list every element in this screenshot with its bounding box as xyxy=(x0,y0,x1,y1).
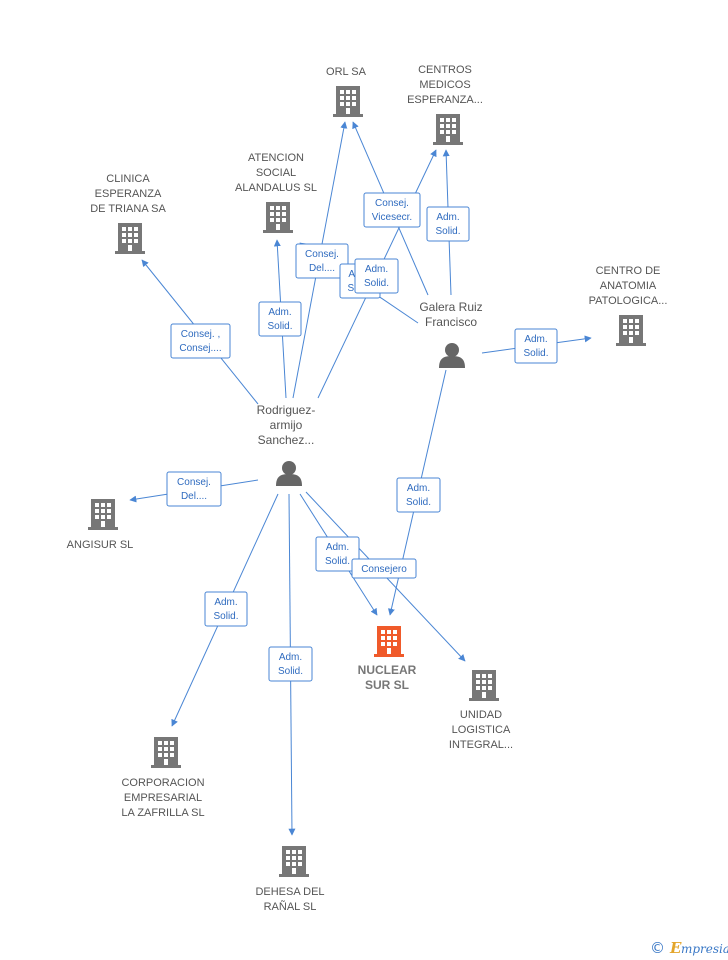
svg-text:NUCLEAR: NUCLEAR xyxy=(358,663,417,677)
svg-text:LA ZAFRILLA SL: LA ZAFRILLA SL xyxy=(121,807,204,819)
node-angisur[interactable]: ANGISUR SL xyxy=(67,499,134,551)
building-icon xyxy=(616,315,646,346)
relation-label[interactable]: Adm. Solid. xyxy=(315,536,360,572)
svg-text:CORPORACION: CORPORACION xyxy=(121,777,204,789)
svg-text:Consej....: Consej.... xyxy=(179,343,221,354)
building-icon xyxy=(469,670,499,701)
svg-text:ATENCION: ATENCION xyxy=(248,152,304,164)
svg-text:LOGISTICA: LOGISTICA xyxy=(452,724,511,736)
svg-text:Solid.: Solid. xyxy=(523,348,548,359)
person-icon xyxy=(276,461,302,486)
node-unidad[interactable]: UNIDAD LOGISTICA INTEGRAL... xyxy=(449,670,513,751)
node-orl[interactable]: ORL SA xyxy=(326,66,367,117)
building-icon xyxy=(333,86,363,117)
relation-labels: Consej. , Consej.... Adm. Solid. Consej.… xyxy=(166,192,558,682)
svg-text:Solid.: Solid. xyxy=(435,226,460,237)
svg-text:Galera Ruiz: Galera Ruiz xyxy=(419,300,482,314)
svg-text:CLINICA: CLINICA xyxy=(106,173,150,185)
svg-text:Consej.: Consej. xyxy=(177,477,211,488)
relation-label[interactable]: Consej. , Consej.... xyxy=(170,323,231,359)
svg-text:Solid.: Solid. xyxy=(278,666,303,677)
svg-text:Solid.: Solid. xyxy=(325,556,350,567)
relation-label[interactable]: Adm. Solid. xyxy=(268,646,313,682)
svg-text:Vicesecr.: Vicesecr. xyxy=(372,212,412,223)
svg-text:CENTROS: CENTROS xyxy=(418,64,472,76)
svg-text:ANGISUR SL: ANGISUR SL xyxy=(67,539,134,551)
svg-text:ESPERANZA...: ESPERANZA... xyxy=(407,94,483,106)
node-dehesa[interactable]: DEHESA DEL RAÑAL SL xyxy=(255,846,325,913)
svg-text:Adm.: Adm. xyxy=(365,264,388,275)
relation-label[interactable]: Adm. Solid. xyxy=(514,328,558,364)
svg-text:Consejero: Consejero xyxy=(361,564,407,575)
svg-text:Francisco: Francisco xyxy=(425,315,477,329)
svg-text:DE TRIANA SA: DE TRIANA SA xyxy=(90,203,166,215)
svg-text:Adm.: Adm. xyxy=(326,542,349,553)
relation-label[interactable]: Consej. Del.... xyxy=(295,243,349,279)
svg-text:Adm.: Adm. xyxy=(407,483,430,494)
relation-label[interactable]: Consejero xyxy=(351,558,417,579)
relation-label[interactable]: Consej. Vicesecr. xyxy=(363,192,421,228)
svg-text:Sanchez...: Sanchez... xyxy=(258,433,315,447)
svg-text:MEDICOS: MEDICOS xyxy=(419,79,470,91)
relation-label[interactable]: Adm. Solid. xyxy=(258,301,302,337)
svg-text:SUR SL: SUR SL xyxy=(365,678,409,692)
svg-text:ANATOMIA: ANATOMIA xyxy=(600,280,657,292)
node-anatomia[interactable]: CENTRO DE ANATOMIA PATOLOGICA... xyxy=(589,265,668,346)
node-galera[interactable]: Galera Ruiz Francisco xyxy=(419,300,483,368)
svg-text:ORL SA: ORL SA xyxy=(326,66,367,78)
relation-label[interactable]: Adm. Solid. xyxy=(204,591,248,627)
node-centros[interactable]: CENTROS MEDICOS ESPERANZA... xyxy=(407,64,483,145)
building-icon xyxy=(263,202,293,233)
svg-text:©: © xyxy=(650,939,665,957)
building-icon xyxy=(151,737,181,768)
building-icon xyxy=(433,114,463,145)
svg-text:ESPERANZA: ESPERANZA xyxy=(95,188,162,200)
nodes: ORL SA CENTROS MEDICOS ESPERANZA... ATEN… xyxy=(67,64,668,913)
svg-text:PATOLOGICA...: PATOLOGICA... xyxy=(589,295,668,307)
svg-text:Solid.: Solid. xyxy=(406,497,431,508)
svg-text:Consej.: Consej. xyxy=(305,249,339,260)
building-icon xyxy=(279,846,309,877)
svg-text:CENTRO DE: CENTRO DE xyxy=(596,265,661,277)
svg-text:INTEGRAL...: INTEGRAL... xyxy=(449,739,513,751)
node-atencion[interactable]: ATENCION SOCIAL ALANDALUS SL xyxy=(235,152,317,233)
building-icon xyxy=(88,499,118,530)
brand-logo: © E mpresia xyxy=(650,939,728,957)
svg-text:Adm.: Adm. xyxy=(436,212,459,223)
node-clinica[interactable]: CLINICA ESPERANZA DE TRIANA SA xyxy=(90,173,166,254)
svg-text:Solid.: Solid. xyxy=(213,611,238,622)
svg-text:Solid.: Solid. xyxy=(267,321,292,332)
svg-text:Adm.: Adm. xyxy=(279,652,302,663)
svg-text:Consej.: Consej. xyxy=(375,198,409,209)
node-rodriguez[interactable]: Rodriguez- armijo Sanchez... xyxy=(257,403,316,486)
node-corporacion[interactable]: CORPORACION EMPRESARIAL LA ZAFRILLA SL xyxy=(121,737,205,819)
svg-text:Consej. ,: Consej. , xyxy=(181,329,220,340)
node-nuclear[interactable]: NUCLEAR SUR SL xyxy=(358,626,417,692)
svg-text:mpresia: mpresia xyxy=(681,942,728,956)
svg-text:DEHESA DEL: DEHESA DEL xyxy=(255,886,324,898)
svg-text:UNIDAD: UNIDAD xyxy=(460,709,502,721)
svg-text:armijo: armijo xyxy=(270,418,303,432)
relation-label[interactable]: Consej. Del.... xyxy=(166,471,222,507)
svg-text:SOCIAL: SOCIAL xyxy=(256,167,296,179)
svg-text:EMPRESARIAL: EMPRESARIAL xyxy=(124,792,202,804)
svg-text:Adm.: Adm. xyxy=(524,334,547,345)
svg-text:ALANDALUS SL: ALANDALUS SL xyxy=(235,182,317,194)
svg-text:Adm.: Adm. xyxy=(214,597,237,608)
svg-text:Del....: Del.... xyxy=(309,263,335,274)
svg-text:E: E xyxy=(669,939,682,957)
person-icon xyxy=(439,343,465,368)
svg-text:Rodriguez-: Rodriguez- xyxy=(257,403,316,417)
svg-text:Del....: Del.... xyxy=(181,491,207,502)
building-icon xyxy=(374,626,404,657)
building-icon xyxy=(115,223,145,254)
svg-text:Solid.: Solid. xyxy=(364,278,389,289)
relation-label[interactable]: Adm. Solid. xyxy=(426,206,470,242)
svg-text:RAÑAL SL: RAÑAL SL xyxy=(264,900,317,913)
relation-label[interactable]: Adm. Solid. xyxy=(396,477,441,513)
relation-label[interactable]: Adm. Solid. xyxy=(354,258,399,294)
svg-text:Adm.: Adm. xyxy=(268,307,291,318)
